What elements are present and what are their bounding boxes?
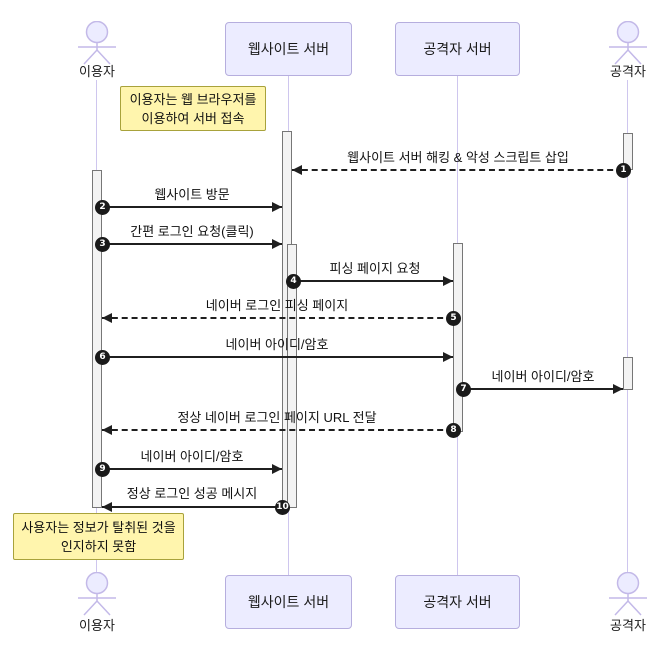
actor-label-attacker-top: 공격자 — [610, 64, 646, 79]
message-7-label: 네이버 아이디/암호 — [491, 369, 595, 384]
actor-figure-attacker-top — [609, 21, 647, 65]
message-5-line — [102, 317, 453, 319]
message-3-line — [102, 243, 282, 245]
lifeline-attacker — [627, 80, 628, 572]
message-2-number: 2 — [95, 200, 110, 215]
actor-label-user-top: 이용자 — [79, 64, 115, 79]
message-10-number: 10 — [275, 500, 290, 515]
message-10-line — [102, 506, 282, 508]
message-1-number: 1 — [616, 163, 631, 178]
message-8-label: 정상 네이버 로그인 페이지 URL 전달 — [177, 410, 377, 425]
participant-label: 공격자 서버 — [423, 41, 492, 57]
message-8-line — [102, 429, 453, 431]
message-5-label: 네이버 로그인 피싱 페이지 — [205, 298, 349, 313]
message-3-label: 간편 로그인 요청(클릭) — [130, 224, 254, 239]
message-7-arrowhead — [613, 384, 623, 394]
actor-figure-user-bottom — [78, 572, 116, 616]
message-4-arrowhead — [443, 276, 453, 286]
message-4-label: 피싱 페이지 요청 — [329, 261, 421, 276]
message-1-arrowhead — [292, 165, 302, 175]
message-8-arrowhead — [102, 425, 112, 435]
message-6-label: 네이버 아이디/암호 — [225, 337, 329, 352]
message-3-arrowhead — [272, 239, 282, 249]
message-2-line — [102, 206, 282, 208]
actor-figure-attacker-bottom — [609, 572, 647, 616]
note-line: 이용하여 서버 접속 — [141, 110, 245, 126]
participant-label: 웹사이트 서버 — [247, 41, 330, 57]
message-6-arrowhead — [443, 352, 453, 362]
actor-label-user-bottom: 이용자 — [79, 618, 115, 633]
message-7-line — [463, 388, 623, 390]
activation-bar-attacker-2 — [623, 357, 633, 390]
participant-label: 공격자 서버 — [423, 594, 492, 610]
message-5-number: 5 — [446, 311, 461, 326]
message-9-number: 9 — [95, 462, 110, 477]
participant-box-attacker-server-top: 공격자 서버 — [395, 22, 520, 76]
message-1-label: 웹사이트 서버 해킹 & 악성 스크립트 삽입 — [347, 150, 569, 165]
actor-figure-user-top — [78, 21, 116, 65]
message-10-label: 정상 로그인 성공 메시지 — [126, 486, 258, 501]
message-10-arrowhead — [102, 502, 112, 512]
message-9-line — [102, 468, 282, 470]
message-6-line — [102, 356, 453, 358]
message-1-line — [292, 169, 623, 171]
note-line: 이용자는 웹 브라우저를 — [129, 91, 257, 107]
activation-bar-attacker-server — [453, 243, 463, 432]
message-9-label: 네이버 아이디/암호 — [140, 449, 244, 464]
note-unaware: 사용자는 정보가 탈취된 것을 인지하지 못함 — [13, 513, 184, 560]
note-browser-access: 이용자는 웹 브라우저를 이용하여 서버 접속 — [120, 86, 266, 131]
message-7-number: 7 — [456, 382, 471, 397]
message-4-number: 4 — [286, 274, 301, 289]
message-2-label: 웹사이트 방문 — [154, 187, 230, 202]
actor-label-attacker-bottom: 공격자 — [610, 618, 646, 633]
note-line: 사용자는 정보가 탈취된 것을 — [21, 519, 176, 535]
participant-box-attacker-server-bottom: 공격자 서버 — [395, 575, 520, 629]
activation-bar-user — [92, 170, 102, 508]
message-9-arrowhead — [272, 464, 282, 474]
activation-bar-website-server-inner — [287, 244, 297, 508]
message-5-arrowhead — [102, 313, 112, 323]
message-3-number: 3 — [95, 237, 110, 252]
message-2-arrowhead — [272, 202, 282, 212]
message-4-line — [295, 280, 453, 282]
message-6-number: 6 — [95, 350, 110, 365]
participant-label: 웹사이트 서버 — [247, 594, 330, 610]
participant-box-website-server-bottom: 웹사이트 서버 — [225, 575, 352, 629]
note-line: 인지하지 못함 — [60, 538, 137, 554]
message-8-number: 8 — [446, 423, 461, 438]
participant-box-website-server-top: 웹사이트 서버 — [225, 22, 352, 76]
